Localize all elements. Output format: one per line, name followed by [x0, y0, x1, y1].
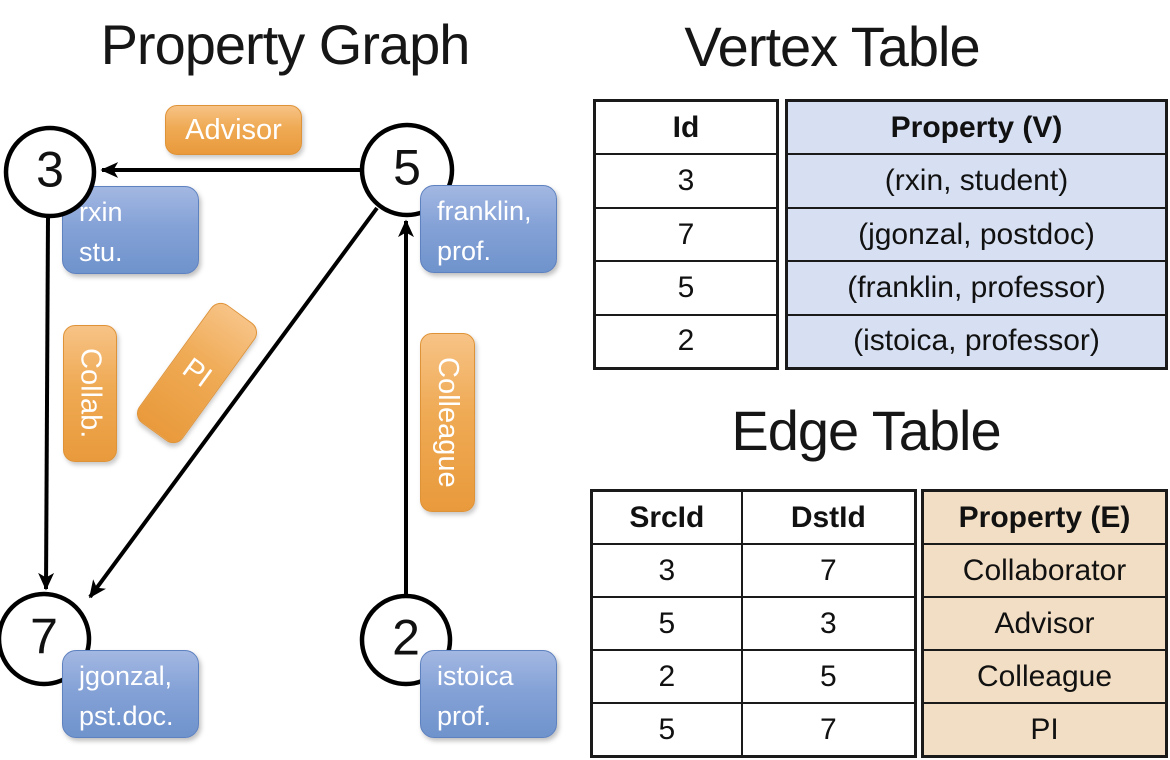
edge-collab-3-to-7 — [38, 216, 55, 591]
node-id-2: 2 — [392, 609, 420, 666]
vertex-table-header-id: Id — [672, 110, 700, 144]
edge-dstid-cell: 3 — [740, 598, 914, 649]
vertex-property-line: franklin, — [437, 196, 532, 226]
vertex-property-box-7: jgonzal, pst.doc. — [62, 650, 199, 738]
vertex-id-cell: 5 — [677, 270, 695, 304]
node-id-5: 5 — [393, 139, 421, 196]
node-circle-3 — [3, 125, 97, 219]
vertex-property-line: rxin — [79, 197, 123, 227]
edge-srcid-cell: 5 — [658, 712, 676, 746]
edge-label-colleague: Colleague — [420, 333, 475, 512]
edge-dstid-cell: 5 — [740, 651, 914, 702]
vertex-id-cell: 2 — [677, 324, 695, 358]
vertex-table-header-property: Property (V) — [890, 110, 1063, 144]
edge-table-id-columns: SrcId DstId 3 7 5 3 2 5 5 7 — [590, 489, 917, 758]
node-id-7: 7 — [30, 608, 58, 665]
vertex-table-title: Vertex Table — [684, 15, 980, 78]
vertex-id-cell: 7 — [677, 217, 695, 251]
vertex-table-id-column: Id 3 7 5 2 — [593, 99, 779, 370]
edge-label-collab: Collab. — [63, 325, 117, 462]
node-id-3: 3 — [36, 141, 64, 198]
edge-srcid-cell: 5 — [658, 606, 676, 640]
edge-pi-5-to-7 — [88, 206, 379, 599]
vertex-property-line: pst.doc. — [79, 701, 174, 731]
vertex-property-box-3: rxin stu. — [62, 186, 199, 274]
vertex-property-line: prof. — [437, 236, 492, 266]
vertex-property-cell: (jgonzal, postdoc) — [858, 217, 1095, 251]
edge-label-advisor: Advisor — [165, 105, 302, 155]
edge-property-cell: Advisor — [994, 606, 1095, 640]
vertex-property-cell: (franklin, professor) — [847, 270, 1106, 304]
edge-table-header-dstid: DstId — [740, 492, 914, 543]
edge-table-title: Edge Table — [731, 399, 1001, 462]
edge-table-header-srcid: SrcId — [629, 500, 705, 534]
vertex-property-box-5: franklin, prof. — [420, 185, 557, 273]
edge-table-header-property: Property (E) — [958, 500, 1131, 534]
vertex-property-cell: (rxin, student) — [884, 164, 1069, 198]
edge-srcid-cell: 2 — [658, 659, 676, 693]
vertex-property-line: jgonzal, — [79, 661, 173, 691]
vertex-property-line: prof. — [437, 701, 492, 731]
vertex-property-line: istoica — [437, 661, 514, 691]
edge-property-cell: Colleague — [976, 659, 1113, 693]
edge-dstid-cell: 7 — [740, 704, 914, 755]
vertex-property-line: stu. — [79, 237, 123, 267]
vertex-table-property-column: Property (V) (rxin, student) (jgonzal, p… — [785, 99, 1168, 370]
property-graph-title: Property Graph — [100, 13, 471, 76]
property-graph-canvas — [0, 122, 455, 687]
vertex-property-cell: (istoica, professor) — [853, 324, 1100, 358]
edge-property-cell: PI — [1030, 712, 1059, 746]
edge-property-cell: Collaborator — [962, 553, 1127, 587]
edge-srcid-cell: 3 — [658, 553, 676, 587]
vertex-id-cell: 3 — [677, 164, 695, 198]
vertex-property-box-2: istoica prof. — [420, 650, 557, 738]
edge-table-property-column: Property (E) Collaborator Advisor Collea… — [921, 489, 1168, 758]
edge-dstid-cell: 7 — [740, 545, 914, 596]
